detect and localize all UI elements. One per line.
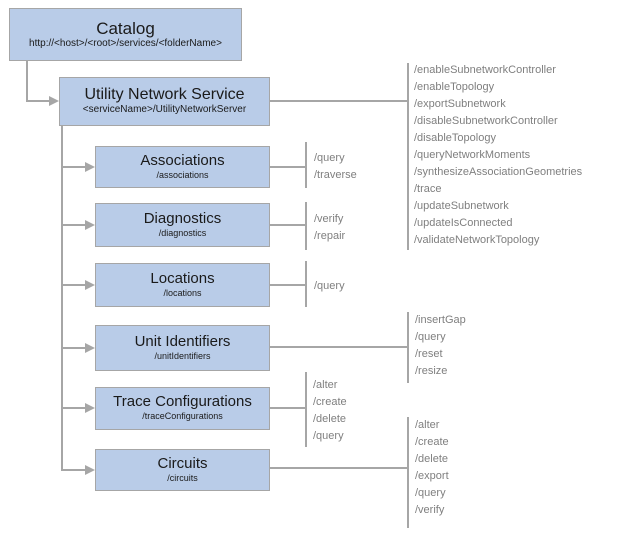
node-utility-network-service-subtitle: <serviceName>/UtilityNetworkServer bbox=[82, 104, 247, 116]
node-diagnostics-title: Diagnostics bbox=[143, 209, 222, 227]
connector-uns-operations bbox=[270, 100, 408, 102]
operations-list-utility-network-service: /enableSubnetworkController /enableTopol… bbox=[414, 62, 582, 249]
operation-label: /disableSubnetworkController bbox=[414, 115, 558, 127]
operation-label: /enableSubnetworkController bbox=[414, 64, 556, 76]
operation-label: /create bbox=[313, 396, 347, 408]
operation-label: /trace bbox=[414, 183, 442, 195]
connector-catalog-to-uns-horizontal bbox=[26, 100, 49, 102]
operation-label: /queryNetworkMoments bbox=[414, 149, 531, 161]
operations-list-locations: /query bbox=[314, 278, 345, 295]
connector-branch-associations bbox=[61, 166, 85, 168]
node-diagnostics-subtitle: /diagnostics bbox=[158, 227, 207, 238]
connector-unit-identifiers-operations bbox=[270, 346, 408, 348]
connector-catalog-spine-vertical bbox=[26, 61, 28, 102]
operation-label: /insertGap bbox=[415, 314, 466, 326]
bar-associations-operations bbox=[305, 142, 307, 188]
connector-diagnostics-operations bbox=[270, 224, 306, 226]
arrowhead-right-icon bbox=[49, 96, 59, 106]
operation-label: /resize bbox=[415, 365, 448, 377]
connector-branch-trace-configurations bbox=[61, 407, 85, 409]
connector-uns-spine-vertical bbox=[61, 126, 63, 470]
operation-label: /enableTopology bbox=[414, 81, 495, 93]
bar-locations-operations bbox=[305, 261, 307, 307]
operation-label: /query bbox=[314, 152, 345, 164]
arrowhead-right-icon bbox=[85, 162, 95, 172]
operation-label: /reset bbox=[415, 348, 443, 360]
operation-label: /query bbox=[314, 280, 345, 292]
node-circuits: Circuits /circuits bbox=[95, 449, 270, 491]
connector-trace-configurations-operations bbox=[270, 407, 306, 409]
bar-trace-configurations-operations bbox=[305, 372, 307, 447]
operation-label: /exportSubnetwork bbox=[414, 98, 506, 110]
operation-label: /updateSubnetwork bbox=[414, 200, 509, 212]
operation-label: /alter bbox=[415, 419, 440, 431]
node-unit-identifiers-subtitle: /unitIdentifiers bbox=[154, 350, 211, 361]
node-associations-subtitle: /associations bbox=[156, 169, 209, 180]
node-catalog: Catalog http://<host>/<root>/services/<f… bbox=[9, 8, 242, 61]
arrowhead-right-icon bbox=[85, 403, 95, 413]
node-locations-subtitle: /locations bbox=[163, 287, 202, 298]
node-associations: Associations /associations bbox=[95, 146, 270, 188]
arrowhead-right-icon bbox=[85, 280, 95, 290]
node-utility-network-service: Utility Network Service <serviceName>/Ut… bbox=[59, 77, 270, 126]
operation-label: /create bbox=[415, 436, 449, 448]
arrowhead-right-icon bbox=[85, 220, 95, 230]
node-locations: Locations /locations bbox=[95, 263, 270, 307]
connector-branch-unit-identifiers bbox=[61, 347, 85, 349]
node-locations-title: Locations bbox=[150, 269, 215, 287]
node-associations-title: Associations bbox=[140, 151, 225, 169]
operations-list-associations: /query /traverse bbox=[314, 150, 357, 184]
operation-label: /verify bbox=[415, 504, 445, 516]
node-diagnostics: Diagnostics /diagnostics bbox=[95, 203, 270, 247]
node-trace-configurations: Trace Configurations /traceConfiguration… bbox=[95, 387, 270, 430]
operation-label: /alter bbox=[313, 379, 338, 391]
operation-label: /delete bbox=[313, 413, 347, 425]
arrowhead-right-icon bbox=[85, 343, 95, 353]
bar-circuits-operations bbox=[407, 417, 409, 528]
operation-label: /query bbox=[415, 487, 446, 499]
operation-label: /traverse bbox=[314, 169, 357, 181]
connector-associations-operations bbox=[270, 166, 306, 168]
node-trace-configurations-title: Trace Configurations bbox=[113, 393, 252, 411]
arrowhead-right-icon bbox=[85, 465, 95, 475]
operation-label: /validateNetworkTopology bbox=[414, 234, 540, 246]
operation-label: /synthesizeAssociationGeometries bbox=[414, 166, 583, 178]
bar-unit-identifiers-operations bbox=[407, 312, 409, 383]
bar-uns-operations bbox=[407, 63, 409, 250]
node-catalog-title: Catalog bbox=[96, 18, 155, 38]
node-circuits-subtitle: /circuits bbox=[167, 472, 198, 483]
operations-list-unit-identifiers: /insertGap /query /reset /resize bbox=[415, 312, 466, 380]
operation-label: /disableTopology bbox=[414, 132, 496, 144]
connector-branch-locations bbox=[61, 284, 85, 286]
node-unit-identifiers: Unit Identifiers /unitIdentifiers bbox=[95, 325, 270, 371]
connector-circuits-operations bbox=[270, 467, 408, 469]
connector-branch-diagnostics bbox=[61, 224, 85, 226]
operations-list-trace-configurations: /alter /create /delete /query bbox=[313, 377, 347, 445]
node-circuits-title: Circuits bbox=[157, 454, 208, 472]
node-catalog-subtitle: http://<host>/<root>/services/<folderNam… bbox=[29, 37, 222, 49]
operation-label: /delete bbox=[415, 453, 449, 465]
operation-label: /export bbox=[415, 470, 449, 482]
node-unit-identifiers-title: Unit Identifiers bbox=[134, 332, 231, 350]
operations-list-circuits: /alter /create /delete /export /query /v… bbox=[415, 417, 449, 519]
connector-locations-operations bbox=[270, 284, 306, 286]
node-trace-configurations-subtitle: /traceConfigurations bbox=[142, 411, 223, 422]
operations-list-diagnostics: /verify /repair bbox=[314, 211, 345, 245]
operation-label: /query bbox=[415, 331, 446, 343]
bar-diagnostics-operations bbox=[305, 202, 307, 250]
operation-label: /query bbox=[313, 430, 344, 442]
operation-label: /updateIsConnected bbox=[414, 217, 513, 229]
node-utility-network-service-title: Utility Network Service bbox=[84, 86, 245, 104]
connector-branch-circuits bbox=[61, 469, 85, 471]
operation-label: /repair bbox=[314, 230, 346, 242]
operation-label: /verify bbox=[314, 213, 344, 225]
